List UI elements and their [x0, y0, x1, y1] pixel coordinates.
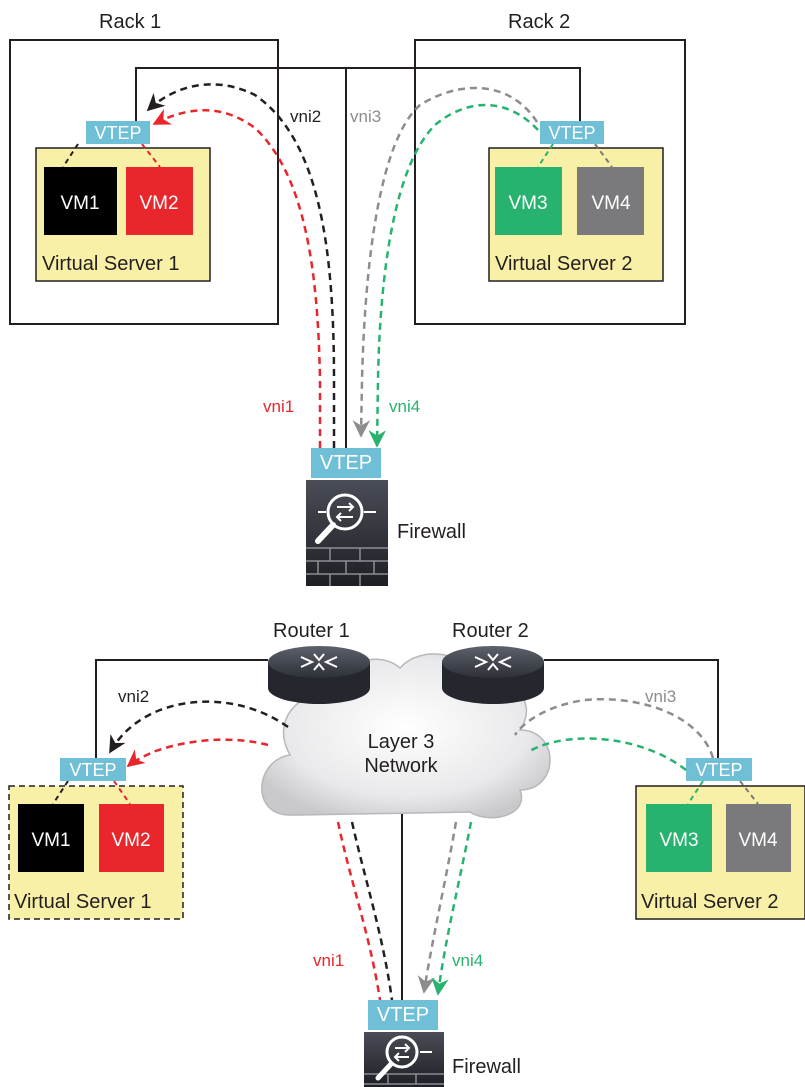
- vm4-vtep-link-bottom: [739, 780, 759, 805]
- rack1-label: Rack 1: [99, 11, 161, 33]
- vni1-flow-down-bottom: [336, 821, 382, 1001]
- vni2-label-bottom: vni2: [118, 687, 149, 706]
- vni1-label: vni1: [263, 397, 294, 416]
- vni4-flow-down-bottom: [431, 821, 473, 996]
- cloud-label-line1: Layer 3: [368, 731, 435, 753]
- vtep-firewall-bottom: [368, 1000, 438, 1030]
- rack2-label: Rack 2: [508, 11, 570, 33]
- vm1-vtep-link-bottom: [52, 780, 69, 805]
- vni4-label-bottom: vni4: [452, 951, 483, 970]
- vni2-label: vni2: [290, 107, 321, 126]
- vm1-vtep-link: [62, 143, 79, 168]
- vm1-label: VM1: [60, 193, 99, 214]
- vtep-firewall-top: [311, 448, 381, 478]
- vm3-label: VM3: [508, 193, 547, 214]
- firewall-magnifier-icon: [315, 493, 376, 544]
- router2-label: Router 2: [452, 620, 529, 642]
- vm3-box-bottom: [646, 804, 712, 872]
- vtep-server-1-bottom: [60, 758, 126, 781]
- vni4-label: vni4: [389, 397, 420, 416]
- vni1-label-bottom: vni1: [313, 951, 344, 970]
- vm4-label-bottom: VM4: [738, 830, 778, 851]
- vm1-box-bottom: [18, 804, 84, 872]
- firewall-brick-icon-bottom: [364, 1073, 444, 1085]
- vm1-box: [44, 167, 117, 235]
- vni2-flow-down-bottom: [350, 821, 394, 1001]
- vtep-server-1-label: VTEP: [94, 123, 141, 143]
- vni3-flow: [352, 86, 539, 438]
- virtual-server-2-label: Virtual Server 2: [495, 253, 632, 275]
- vm4-label: VM4: [591, 193, 631, 214]
- vtep-server-2-label: VTEP: [548, 123, 595, 143]
- vm4-box: [577, 167, 644, 235]
- vtep-server-2-bottom: [686, 758, 752, 781]
- vni3-flow-down-bottom: [417, 821, 458, 994]
- vni3-label: vni3: [350, 107, 381, 126]
- virtual-server-1-label: Virtual Server 1: [42, 253, 179, 275]
- vm2-box-bottom: [99, 804, 164, 872]
- vtep-server-2-bottom-label: VTEP: [695, 760, 742, 780]
- vm3-vtep-link: [537, 143, 554, 168]
- vtep-firewall-bottom-label: VTEP: [377, 1004, 429, 1026]
- vni1-flow-bottom: [126, 738, 269, 768]
- firewall-top-label: Firewall: [397, 521, 466, 543]
- router2-server2-line: [544, 659, 719, 760]
- vni2-flow: [146, 83, 336, 448]
- firewall-brick-icon: [306, 547, 388, 586]
- vni4-flow-bottom: [527, 737, 687, 771]
- rack1-box: [9, 39, 279, 325]
- vtep-server-2: [540, 121, 604, 144]
- vni1-flow: [152, 109, 322, 448]
- bottom-diagram: Router 1 Router 2 Layer 3 Network VM1 VM…: [8, 620, 805, 1087]
- virtual-server-1-bottom-label: Virtual Server 1: [14, 891, 151, 913]
- top-diagram: Rack 1 Rack 2 VM1 VM2 Virtual Server 1 V…: [9, 11, 686, 586]
- vm3-vtep-link-bottom: [687, 780, 704, 805]
- vm3-box: [495, 167, 562, 235]
- vm2-label: VM2: [139, 193, 178, 214]
- vni3-label-bottom: vni3: [645, 687, 676, 706]
- vm4-vtep-link: [594, 143, 613, 168]
- virtual-server-2-bottom-label: Virtual Server 2: [641, 891, 778, 913]
- vm2-label-bottom: VM2: [111, 830, 150, 851]
- vm2-vtep-link: [141, 143, 161, 168]
- vni4-flow: [368, 103, 539, 448]
- vm2-vtep-link-bottom: [113, 780, 131, 805]
- router1-server1-line: [95, 659, 268, 760]
- vm3-label-bottom: VM3: [659, 830, 698, 851]
- firewall-bottom-label: Firewall: [452, 1056, 521, 1078]
- vm1-label-bottom: VM1: [31, 830, 70, 851]
- vm4-box-bottom: [726, 804, 791, 872]
- vtep-firewall-top-label: VTEP: [320, 452, 372, 474]
- router1-label: Router 1: [273, 620, 350, 642]
- firewall-magnifier-icon-bottom: [375, 1035, 432, 1081]
- vm2-box: [126, 167, 193, 235]
- vtep-server-1: [86, 121, 150, 144]
- cloud-label-line2: Network: [364, 755, 438, 777]
- router1-icon: [268, 646, 370, 704]
- router2-icon: [442, 646, 544, 704]
- vni2-flow-bottom: [108, 700, 289, 754]
- rack2-box: [414, 39, 686, 325]
- vni3-flow-bottom: [513, 698, 715, 759]
- vtep-server-1-bottom-label: VTEP: [69, 760, 116, 780]
